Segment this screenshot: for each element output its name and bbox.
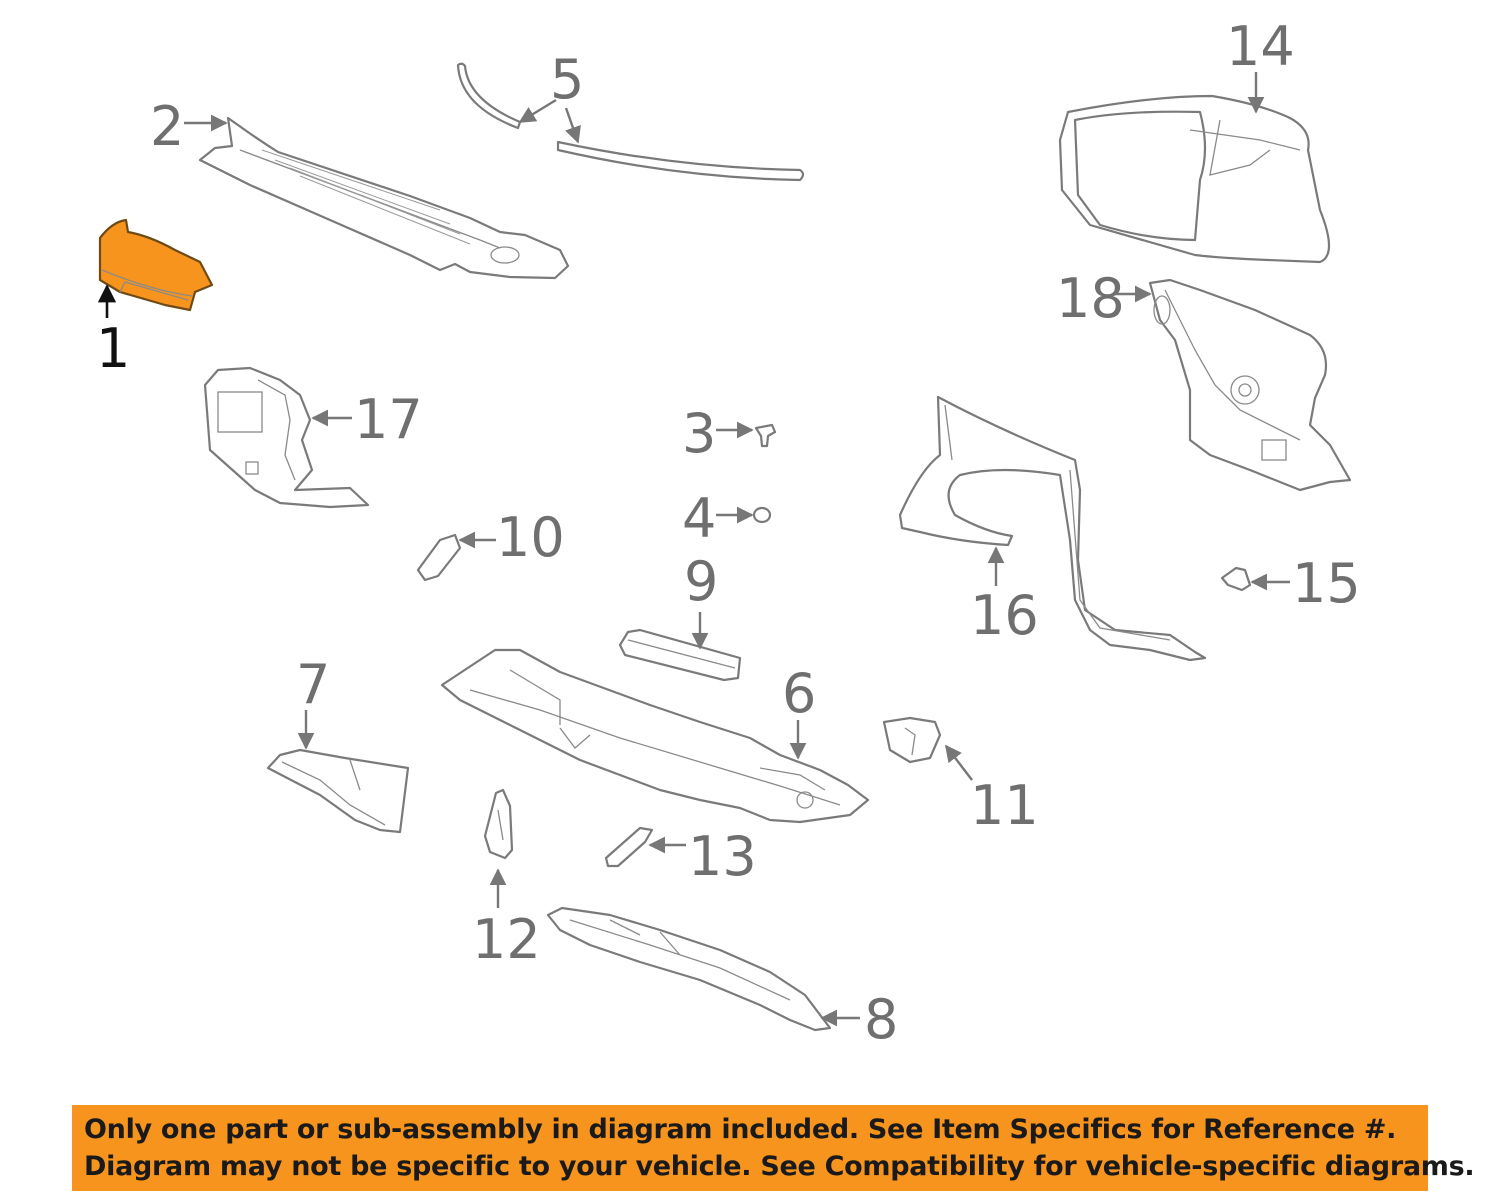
callout-12: 12	[472, 908, 541, 971]
part-17[interactable]	[203, 366, 370, 509]
part-7[interactable]	[266, 748, 410, 834]
callout-11: 11	[970, 774, 1039, 837]
callout-14: 14	[1226, 15, 1295, 78]
part-8[interactable]	[546, 906, 832, 1032]
callout-8: 8	[864, 988, 898, 1051]
part-15[interactable]	[1220, 566, 1252, 592]
callout-labels: 1 2 3 4 5 6 7 8 9 10 11 12 13 14 15 16 1…	[96, 15, 1361, 1051]
callout-6: 6	[782, 662, 816, 725]
part-4[interactable]	[752, 506, 772, 524]
callout-13: 13	[688, 825, 757, 888]
callout-4: 4	[682, 487, 716, 550]
callout-5: 5	[550, 48, 584, 111]
callout-3: 3	[682, 402, 716, 465]
callout-10: 10	[496, 506, 565, 569]
part-5[interactable]	[456, 62, 805, 182]
notice-line-2: Diagram may not be specific to your vehi…	[84, 1151, 1475, 1182]
part-14[interactable]	[1058, 94, 1331, 264]
notice-banner: Only one part or sub-assembly in diagram…	[72, 1105, 1475, 1191]
part-16[interactable]	[898, 395, 1207, 662]
part-18[interactable]	[1148, 278, 1352, 492]
part-10[interactable]	[416, 533, 462, 582]
callout-7: 7	[296, 653, 330, 716]
callout-9: 9	[684, 550, 718, 613]
part-2[interactable]	[198, 116, 570, 280]
part-13[interactable]	[604, 826, 654, 868]
callout-17: 17	[354, 388, 423, 451]
part-1-highlighted[interactable]	[98, 218, 214, 312]
part-9[interactable]	[618, 628, 742, 682]
part-6[interactable]	[440, 648, 870, 824]
callout-15: 15	[1292, 552, 1361, 615]
part-12[interactable]	[483, 788, 514, 860]
callout-2: 2	[150, 95, 184, 158]
callout-16: 16	[970, 584, 1039, 647]
callout-arrows	[97, 72, 1290, 1027]
parts-diagram: 1 2 3 4 5 6 7 8 9 10 11 12 13 14 15 16 1…	[96, 15, 1361, 1051]
notice-line-1: Only one part or sub-assembly in diagram…	[84, 1114, 1397, 1145]
part-3[interactable]	[754, 423, 777, 448]
callout-1: 1	[96, 317, 130, 380]
callout-18: 18	[1056, 267, 1125, 330]
part-11[interactable]	[882, 716, 942, 764]
